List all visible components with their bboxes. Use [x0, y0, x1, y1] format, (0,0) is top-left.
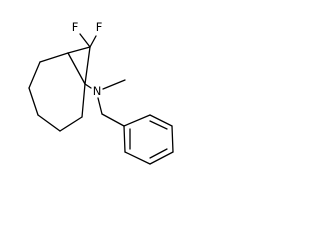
- bond-ch2-phenyl: [101, 113, 125, 127]
- bond-ph-4: [149, 151, 174, 165]
- bond-ring-1: [39, 52, 69, 63]
- bond-n-ch2: [97, 97, 103, 115]
- bond-ring-4: [37, 114, 61, 132]
- cycloheptane-ring: [28, 52, 86, 132]
- bond-ring-fusion: [67, 52, 86, 85]
- atom-label-f1: F: [72, 20, 79, 34]
- nitrogen-label: N: [93, 84, 102, 98]
- bond-ph-2: [149, 114, 173, 127]
- bond-ph-double-2: [149, 148, 168, 159]
- bond-ph-1: [123, 114, 151, 127]
- molecule-diagram: F F N: [28, 20, 174, 165]
- fluorine-label-1: F: [72, 20, 79, 34]
- cyclopropane: [67, 46, 91, 85]
- bond-c-n: [84, 83, 92, 89]
- bond-c-f2: [89, 35, 97, 48]
- bond-ph-6: [123, 125, 126, 153]
- fluorine-label-2: F: [96, 20, 103, 34]
- phenyl-ring: [123, 114, 174, 165]
- bond-n-methyl: [102, 79, 126, 90]
- bond-cp-2: [84, 46, 91, 85]
- bond-ring-3: [28, 87, 39, 116]
- bond-ph-5: [124, 151, 151, 165]
- atom-label-n: N: [93, 84, 102, 98]
- bond-ph-3: [171, 125, 174, 153]
- bond-cp-1: [67, 46, 91, 54]
- bond-ring-6: [81, 83, 86, 118]
- bond-ring-2: [28, 61, 41, 89]
- atom-label-f2: F: [96, 20, 103, 34]
- bond-c-f1: [79, 33, 91, 48]
- bond-ph-double-1: [149, 120, 168, 130]
- bond-ring-5: [59, 116, 83, 132]
